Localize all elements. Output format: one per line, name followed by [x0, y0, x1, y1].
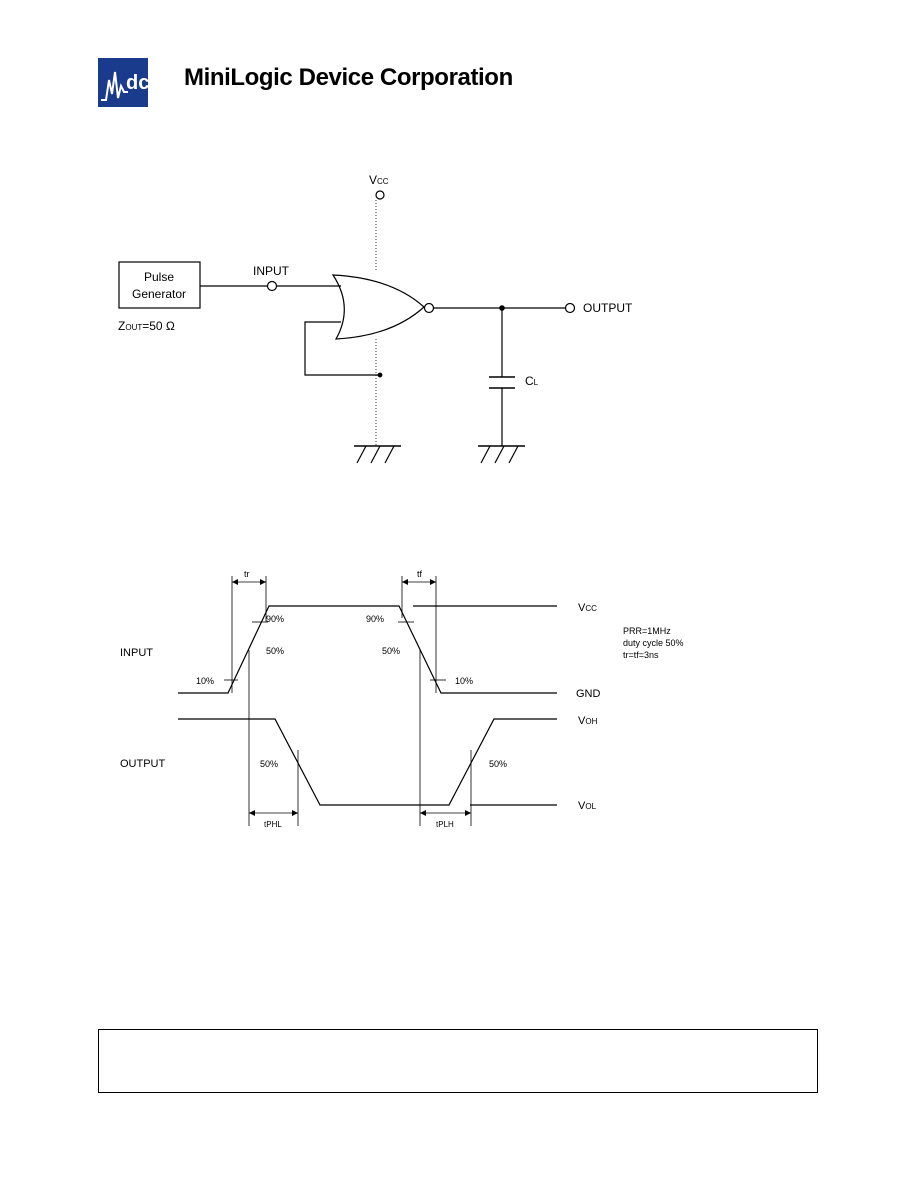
- logo-text: dc: [126, 72, 148, 94]
- company-logo: dc: [98, 58, 148, 107]
- input-waveform: [178, 605, 557, 694]
- ground-symbol-cap: [478, 445, 525, 464]
- test-circuit-diagram: VCC Pulse Generator ZOUT=50 Ω INPUT OUTP…: [118, 173, 633, 464]
- tplh-label: tPLH: [436, 820, 454, 829]
- page-header: dc MiniLogic Device Corporation: [98, 58, 558, 108]
- tr-label: tr: [244, 569, 250, 579]
- tphl-label: tPHL: [264, 820, 282, 829]
- zout-label: ZOUT=50 Ω: [118, 319, 175, 333]
- pct-10-right: 10%: [455, 676, 473, 686]
- timing-vcc-label: VCC: [578, 602, 597, 614]
- pulse-generator-label-2: Generator: [132, 287, 186, 301]
- tf-label: tf: [417, 569, 423, 579]
- vcc-label: VCC: [369, 173, 389, 187]
- input2-junction: [377, 372, 383, 378]
- voh-label: VOH: [578, 715, 598, 727]
- pct-50-out-left: 50%: [260, 759, 278, 769]
- nor-gate-body: [331, 274, 425, 340]
- vol-label: VOL: [578, 800, 597, 812]
- nor-gate-bubble: [423, 302, 435, 314]
- input2-wire: [304, 321, 380, 376]
- pct-10-left: 10%: [196, 676, 214, 686]
- company-name: MiniLogic Device Corporation: [184, 64, 513, 91]
- gnd-label: GND: [576, 688, 601, 700]
- pct-50-in-left: 50%: [266, 646, 284, 656]
- footer-box: [98, 1029, 818, 1093]
- note-line-2: duty cycle 50%: [623, 638, 684, 648]
- pulse-generator-box: [118, 261, 201, 309]
- vcc-terminal: [375, 190, 385, 200]
- ground-symbol-gate: [354, 445, 401, 464]
- output-waveform: [178, 718, 557, 806]
- pct-50-in-right: 50%: [382, 646, 400, 656]
- cl-label: CL: [525, 374, 539, 388]
- pct-90-right: 90%: [366, 614, 384, 624]
- input-terminal: [266, 280, 278, 292]
- timing-output-label: OUTPUT: [120, 758, 166, 770]
- logo-waveform: [101, 71, 128, 101]
- note-line-1: PRR=1MHz: [623, 626, 671, 636]
- pct-90-left: 90%: [266, 614, 284, 624]
- timing-diagram: tr tf INPUT OUTPUT 90% 90% 50% 50% 10% 1…: [120, 569, 684, 829]
- note-line-3: tr=tf=3ns: [623, 650, 659, 660]
- circuit-input-label: INPUT: [253, 264, 290, 278]
- circuit-output-label: OUTPUT: [583, 301, 633, 315]
- pct-50-out-right: 50%: [489, 759, 507, 769]
- pulse-generator-label-1: Pulse: [144, 270, 174, 284]
- timing-input-label: INPUT: [120, 647, 153, 659]
- output-terminal: [564, 302, 576, 314]
